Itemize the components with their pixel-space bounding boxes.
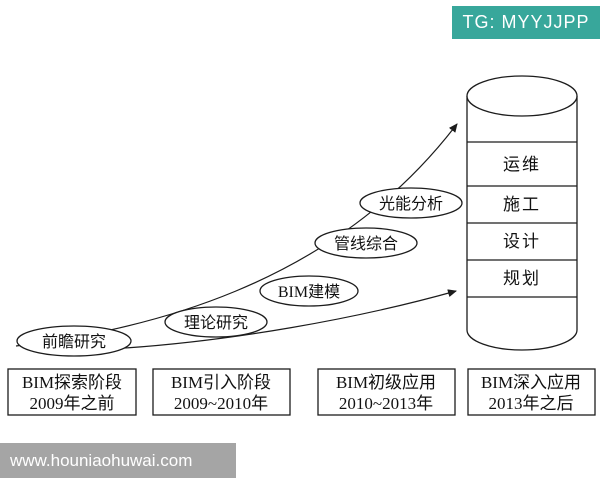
stage-oval xyxy=(16,325,132,357)
stage-oval xyxy=(164,306,268,338)
phase-box xyxy=(317,368,456,416)
stage-oval-label: 前瞻研究 xyxy=(42,333,106,351)
phase-box xyxy=(7,368,137,416)
stage-ovals: 前瞻研究 理论研究 BIM建模 管线综合 光能分析 xyxy=(16,187,463,357)
phase-box xyxy=(152,368,291,416)
watermark: www.houniaohuwai.com xyxy=(0,443,236,478)
cylinder-layer-label: 设计 xyxy=(503,232,541,251)
stage-oval xyxy=(259,275,359,307)
stage-oval-label: 理论研究 xyxy=(184,314,248,332)
stage-oval-label: 光能分析 xyxy=(379,195,443,213)
growth-arrow-lower xyxy=(109,289,457,350)
phase-label-line2: 2009年之前 xyxy=(30,394,115,413)
stage-oval-label: 管线综合 xyxy=(334,235,398,253)
stage-oval xyxy=(359,187,463,219)
phase-label-line2: 2013年之后 xyxy=(489,394,574,413)
cylinder-bottom-arc xyxy=(466,329,578,351)
phase-label-line1: BIM引入阶段 xyxy=(171,373,271,392)
stage-oval xyxy=(314,227,418,259)
tg-badge: TG: MYYJJPP xyxy=(452,6,600,39)
phase-label-line1: BIM深入应用 xyxy=(481,373,581,392)
cylinder: 运维 施工 设计 规划 xyxy=(466,75,578,351)
tg-badge-text: TG: MYYJJPP xyxy=(462,12,590,32)
cylinder-layer-label: 规划 xyxy=(503,269,541,288)
phase-boxes: BIM探索阶段 2009年之前 BIM引入阶段 2009~2010年 BIM初级… xyxy=(7,368,596,416)
phase-box xyxy=(467,368,596,416)
phase-label-line1: BIM初级应用 xyxy=(336,373,436,392)
cylinder-layer-label: 运维 xyxy=(503,155,541,174)
cylinder-top xyxy=(466,75,578,117)
cylinder-layer-label: 施工 xyxy=(503,195,541,214)
phase-label-line2: 2010~2013年 xyxy=(339,394,433,413)
stage-oval-label: BIM建模 xyxy=(278,283,340,301)
phase-label-line2: 2009~2010年 xyxy=(174,394,268,413)
phase-label-line1: BIM探索阶段 xyxy=(22,373,122,392)
watermark-text: www.houniaohuwai.com xyxy=(10,450,193,470)
